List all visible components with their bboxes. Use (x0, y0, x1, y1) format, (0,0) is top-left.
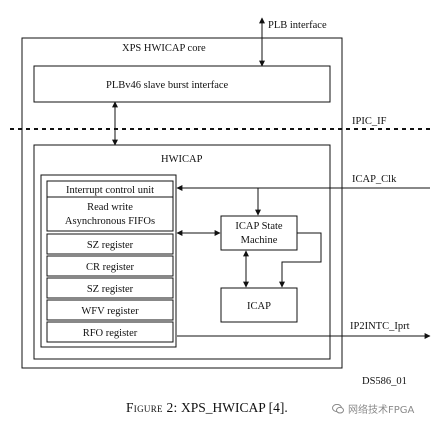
icap-label: ICAP (247, 301, 271, 312)
cr-register-cell (46, 255, 174, 277)
plbv46-slave-interface-box (33, 65, 331, 103)
xps-hwicap-core-box (21, 37, 343, 369)
rfo-register-label: RFO register (83, 328, 138, 339)
rfo-register-cell (46, 321, 174, 343)
icap-state-machine-line1: ICAP State (235, 221, 282, 232)
sz-register-2-label: SZ register (87, 284, 134, 295)
cr-register-label: CR register (86, 262, 135, 273)
interrupt-control-unit-label: Interrupt control unit (66, 185, 154, 196)
sz-register-1-cell (46, 233, 174, 255)
plb-interface-label: PLB interface (268, 20, 327, 31)
icap-clk-label: ICAP_Clk (352, 174, 397, 185)
doc-id-label: DS586_01 (362, 376, 407, 387)
wechat-icon (332, 404, 344, 414)
async-fifos-label: Asynchronous FIFOs (65, 216, 155, 227)
watermark-text: 网络技术FPGA (348, 405, 415, 416)
wfv-register-cell (46, 299, 174, 321)
plbv46-slave-interface-label: PLBv46 slave burst interface (106, 80, 229, 91)
register-stack-box (40, 174, 177, 348)
caption-text: Figure 2: XPS_HWICAP [4]. (126, 400, 288, 416)
sz-register-2-cell (46, 277, 174, 299)
icap-box (220, 287, 298, 323)
icap-feedback-line (279, 232, 322, 288)
read-write-label: Read write (87, 202, 133, 213)
sz-register-1-label: SZ register (87, 240, 134, 251)
hwicap-box (33, 144, 331, 360)
ip2intc-irpt-label: IP2INTC_Iprt (350, 321, 410, 332)
caption-figure-label: Figure 2: (126, 400, 178, 415)
xps-hwicap-core-title: XPS HWICAP core (122, 43, 206, 54)
watermark: 网络技术FPGA (332, 401, 414, 416)
caption-figure-text: XPS_HWICAP [4]. (180, 400, 288, 415)
async-fifos-cell (46, 196, 174, 232)
figure-caption: Figure 2: XPS_HWICAP [4]. 网络技术FPGA (118, 398, 438, 422)
wfv-register-label: WFV register (81, 306, 139, 317)
icap-state-machine-line2: Machine (241, 235, 278, 246)
ipic-if-label: IPIC_IF (352, 116, 387, 127)
hwicap-title: HWICAP (161, 154, 203, 165)
